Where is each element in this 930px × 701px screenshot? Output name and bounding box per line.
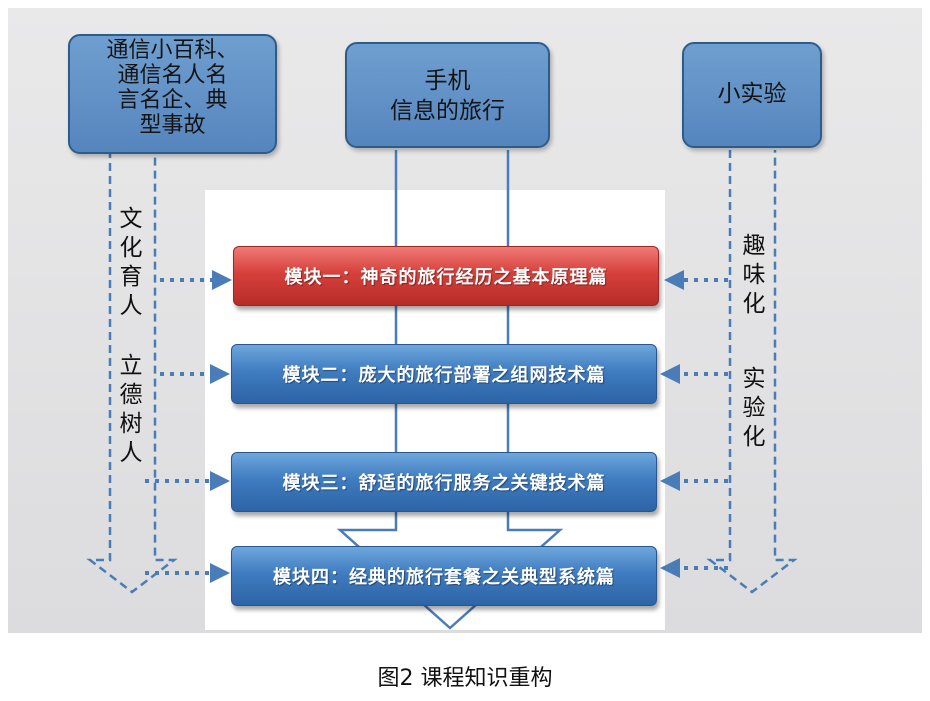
module-3-label: 模块三：舒适的旅行服务之关键技术篇 (282, 473, 606, 494)
top-box-right-label: 小实验 (717, 81, 787, 107)
module-4-label: 模块四：经典的旅行套餐之关典型系统篇 (273, 567, 615, 588)
figure-caption: 图2 课程知识重构 (377, 666, 553, 691)
top-box-left-line-2: 通信名人名 (117, 63, 228, 88)
top-box-left-line-1: 通信小百科、 (106, 38, 239, 63)
top-box-center-line-2: 信息的旅行 (390, 98, 505, 124)
module-1: 模块一：神奇的旅行经历之基本原理篇 (233, 246, 659, 306)
module-1-label: 模块一：神奇的旅行经历之基本原理篇 (284, 267, 608, 288)
left-down-arrow (86, 150, 178, 594)
right-label-upper: 趣味化 (742, 233, 766, 317)
top-box-left-line-4: 型事故 (139, 113, 206, 138)
right-label-lower: 实验化 (742, 366, 766, 450)
right-down-arrow (706, 150, 798, 594)
module-2: 模块二：庞大的旅行部署之组网技术篇 (231, 344, 657, 404)
center-down-arrow (336, 150, 564, 630)
module-3: 模块三：舒适的旅行服务之关键技术篇 (231, 452, 657, 512)
top-box-left-line-3: 言名企、典 (117, 88, 228, 113)
top-box-left: 通信小百科、 通信名人名 言名企、典 型事故 (68, 34, 277, 154)
module-2-label: 模块二：庞大的旅行部署之组网技术篇 (282, 365, 606, 386)
top-box-center-line-1: 手机 (424, 68, 471, 94)
top-box-right: 小实验 (682, 42, 822, 148)
left-label-lower: 立德树人 (119, 353, 143, 466)
module-4: 模块四：经典的旅行套餐之关典型系统篇 (231, 546, 657, 606)
left-label-upper: 文化育人 (119, 206, 143, 319)
top-box-center: 手机 信息的旅行 (345, 42, 550, 148)
